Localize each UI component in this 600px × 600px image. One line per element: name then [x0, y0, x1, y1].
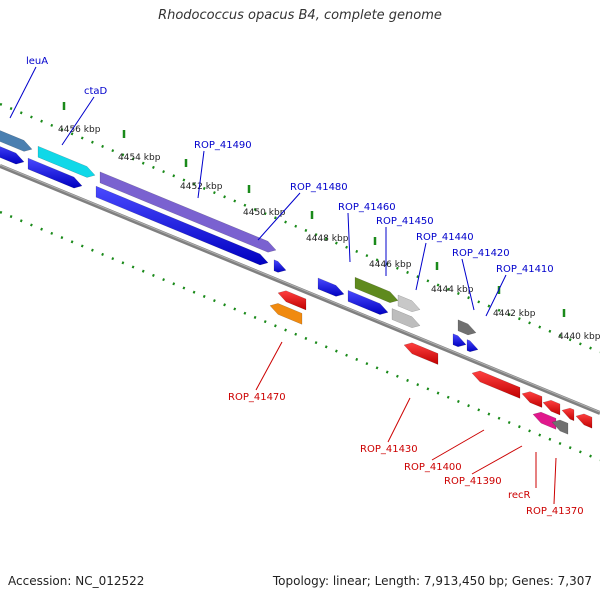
label-leader-line — [255, 341, 283, 391]
recR-block — [532, 411, 557, 430]
label-leader-line — [387, 397, 411, 443]
recR-cds — [561, 407, 575, 422]
label-leader-line — [485, 274, 507, 317]
label-leader-line — [415, 242, 427, 291]
genome-backbone-highlight — [0, 164, 600, 413]
rop41490-block — [99, 171, 277, 253]
label-leader-line — [347, 212, 351, 263]
reverse-gene-label: recR — [508, 490, 531, 501]
forward-gene-label: leuA — [26, 56, 48, 67]
forward-gene-label: ROP_41440 — [416, 232, 474, 243]
tick-marks — [62, 102, 566, 317]
rop41370-block — [551, 419, 569, 435]
label-leader-line — [61, 96, 95, 146]
forward-gene-label: ctaD — [84, 86, 108, 97]
label-leader-line — [9, 66, 37, 119]
label-leader-line — [257, 192, 301, 241]
forward-gene-label: ROP_41460 — [338, 202, 396, 213]
ctaD-cds — [27, 157, 83, 189]
forward-gene-label: ROP_41410 — [496, 264, 554, 275]
tick-label: 4446 kbp — [369, 260, 412, 270]
rop41430-cds — [403, 342, 439, 365]
rop41450-cds — [347, 289, 389, 315]
gene-features — [0, 130, 593, 435]
reverse-gene-label: ROP_41390 — [444, 476, 502, 487]
label-leader-line — [461, 258, 475, 311]
tick-label: 4448 kbp — [306, 234, 349, 244]
reverse-dot-track — [0, 210, 600, 462]
rop41470-block — [269, 303, 303, 325]
label-leader-line — [431, 429, 485, 461]
label-leader-line — [471, 445, 523, 475]
label-leader-line — [553, 457, 557, 505]
rop41450-block — [354, 276, 399, 303]
forward-gene-label: ROP_41490 — [194, 140, 252, 151]
tick-label: 4450 kbp — [243, 208, 286, 218]
rop41400-cds — [471, 370, 521, 399]
rop41370-cds — [575, 413, 593, 429]
reverse-gene-label: ROP_41470 — [228, 392, 286, 403]
tick-label: 4456 kbp — [58, 125, 101, 135]
accession-label: Accession: NC_012522 — [8, 574, 145, 588]
figure-title: Rhodococcus opacus B4, complete genome — [158, 8, 442, 23]
tick-labels: 4456 kbp 4454 kbp 4452 kbp 4450 kbp 4448 kbp… — [58, 125, 600, 342]
rop41420-cds — [452, 333, 467, 348]
reverse-gene-label: ROP_41370 — [526, 506, 584, 517]
rop41460-cds — [317, 277, 345, 297]
rop41410-cds — [466, 339, 479, 353]
rop41440-cds — [391, 308, 421, 329]
rop41420-block — [457, 319, 477, 336]
tick-label: 4454 kbp — [118, 153, 161, 163]
tick-label: 4452 kbp — [180, 182, 223, 192]
gene-labels: leuA ctaD ROP_41490ROP_41480ROP_41460ROP_4… — [26, 56, 584, 517]
forward-gene-label: ROP_41450 — [376, 216, 434, 227]
leuA-cds — [0, 146, 25, 165]
rop41390-cds — [521, 391, 543, 408]
ctaD-block — [37, 145, 96, 178]
tick-label: 4440 kbp — [558, 332, 600, 342]
leuA-block — [0, 130, 33, 152]
genome-summary: Topology: linear; Length: 7,913,450 bp; … — [272, 574, 592, 588]
reverse-gene-label: ROP_41430 — [360, 444, 418, 455]
rop41470-cds — [277, 290, 307, 311]
forward-gene-label: ROP_41480 — [290, 182, 348, 193]
rop41390b-cds — [542, 399, 561, 416]
label-leader-line — [197, 150, 205, 199]
tick-label: 4444 kbp — [431, 285, 474, 295]
reverse-gene-label: ROP_41400 — [404, 462, 462, 473]
forward-gene-label: ROP_41420 — [452, 248, 510, 259]
rop41440-block — [397, 294, 421, 313]
rop41490-cds — [95, 185, 269, 266]
genome-backbone — [0, 164, 600, 415]
label-lines — [9, 66, 557, 505]
rop41480-cds — [273, 259, 287, 273]
tick-label: 4442 kbp — [493, 309, 536, 319]
